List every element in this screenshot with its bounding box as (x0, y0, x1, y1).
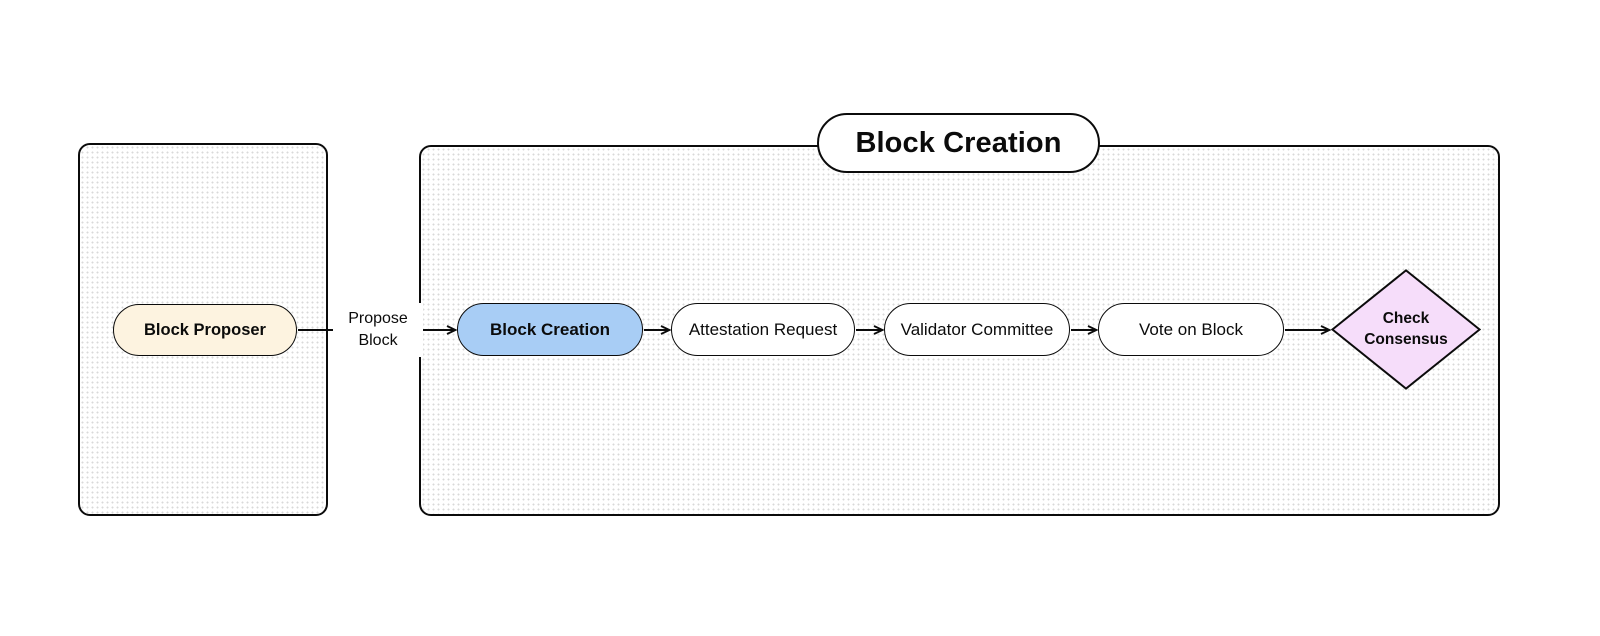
edge-label-propose-block-text: Propose Block (348, 310, 408, 349)
node-check-consensus[interactable]: Check Consensus (1331, 269, 1481, 390)
subgraph-title-label: Block Creation (855, 126, 1062, 159)
node-block-proposer-label: Block Proposer (144, 320, 266, 339)
node-block-creation-label: Block Creation (490, 319, 610, 339)
node-check-consensus-label: Check Consensus (1364, 309, 1448, 348)
node-block-proposer[interactable]: Block Proposer (113, 304, 297, 356)
node-vote-on-block-label: Vote on Block (1139, 319, 1243, 339)
node-validator-committee-label: Validator Committee (900, 319, 1054, 339)
node-vote-on-block[interactable]: Vote on Block (1098, 303, 1284, 356)
node-block-creation[interactable]: Block Creation (457, 303, 643, 356)
subgraph-title-block-creation: Block Creation (817, 113, 1100, 173)
edge-label-propose-block: Propose Block (333, 303, 423, 357)
diamond-shape-icon (1331, 269, 1481, 390)
node-attestation-request-label: Attestation Request (688, 319, 838, 339)
node-validator-committee[interactable]: Validator Committee (884, 303, 1070, 356)
node-attestation-request[interactable]: Attestation Request (671, 303, 855, 356)
